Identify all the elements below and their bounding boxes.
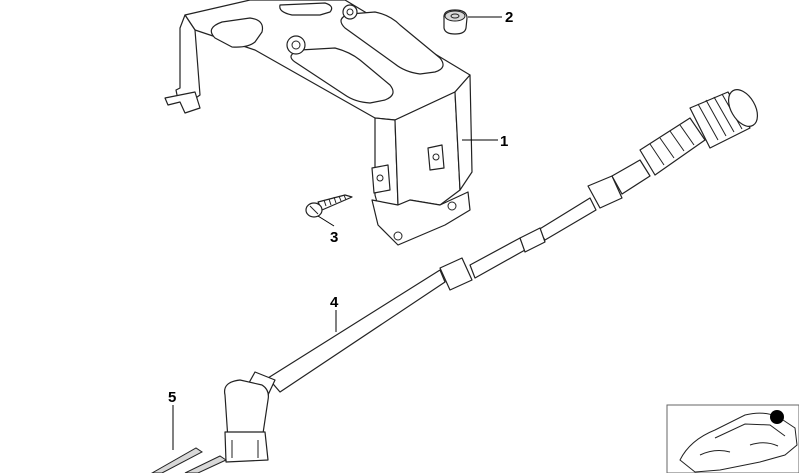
callout-5[interactable]: 5 — [168, 389, 176, 406]
bracket-part[interactable] — [164, 0, 473, 246]
callout-1[interactable]: 1 — [500, 133, 508, 150]
screw-part[interactable] — [305, 194, 353, 218]
strip-part[interactable] — [150, 447, 228, 473]
callout-2[interactable]: 2 — [505, 9, 513, 26]
cable-part[interactable] — [223, 85, 764, 463]
location-marker — [770, 410, 784, 424]
callout-4[interactable]: 4 — [330, 294, 339, 311]
nut-part[interactable] — [443, 9, 468, 35]
car-outline-icon — [679, 412, 798, 473]
leader-line-3 — [317, 215, 335, 227]
callout-3[interactable]: 3 — [330, 229, 338, 246]
vehicle-locator[interactable] — [666, 404, 799, 473]
